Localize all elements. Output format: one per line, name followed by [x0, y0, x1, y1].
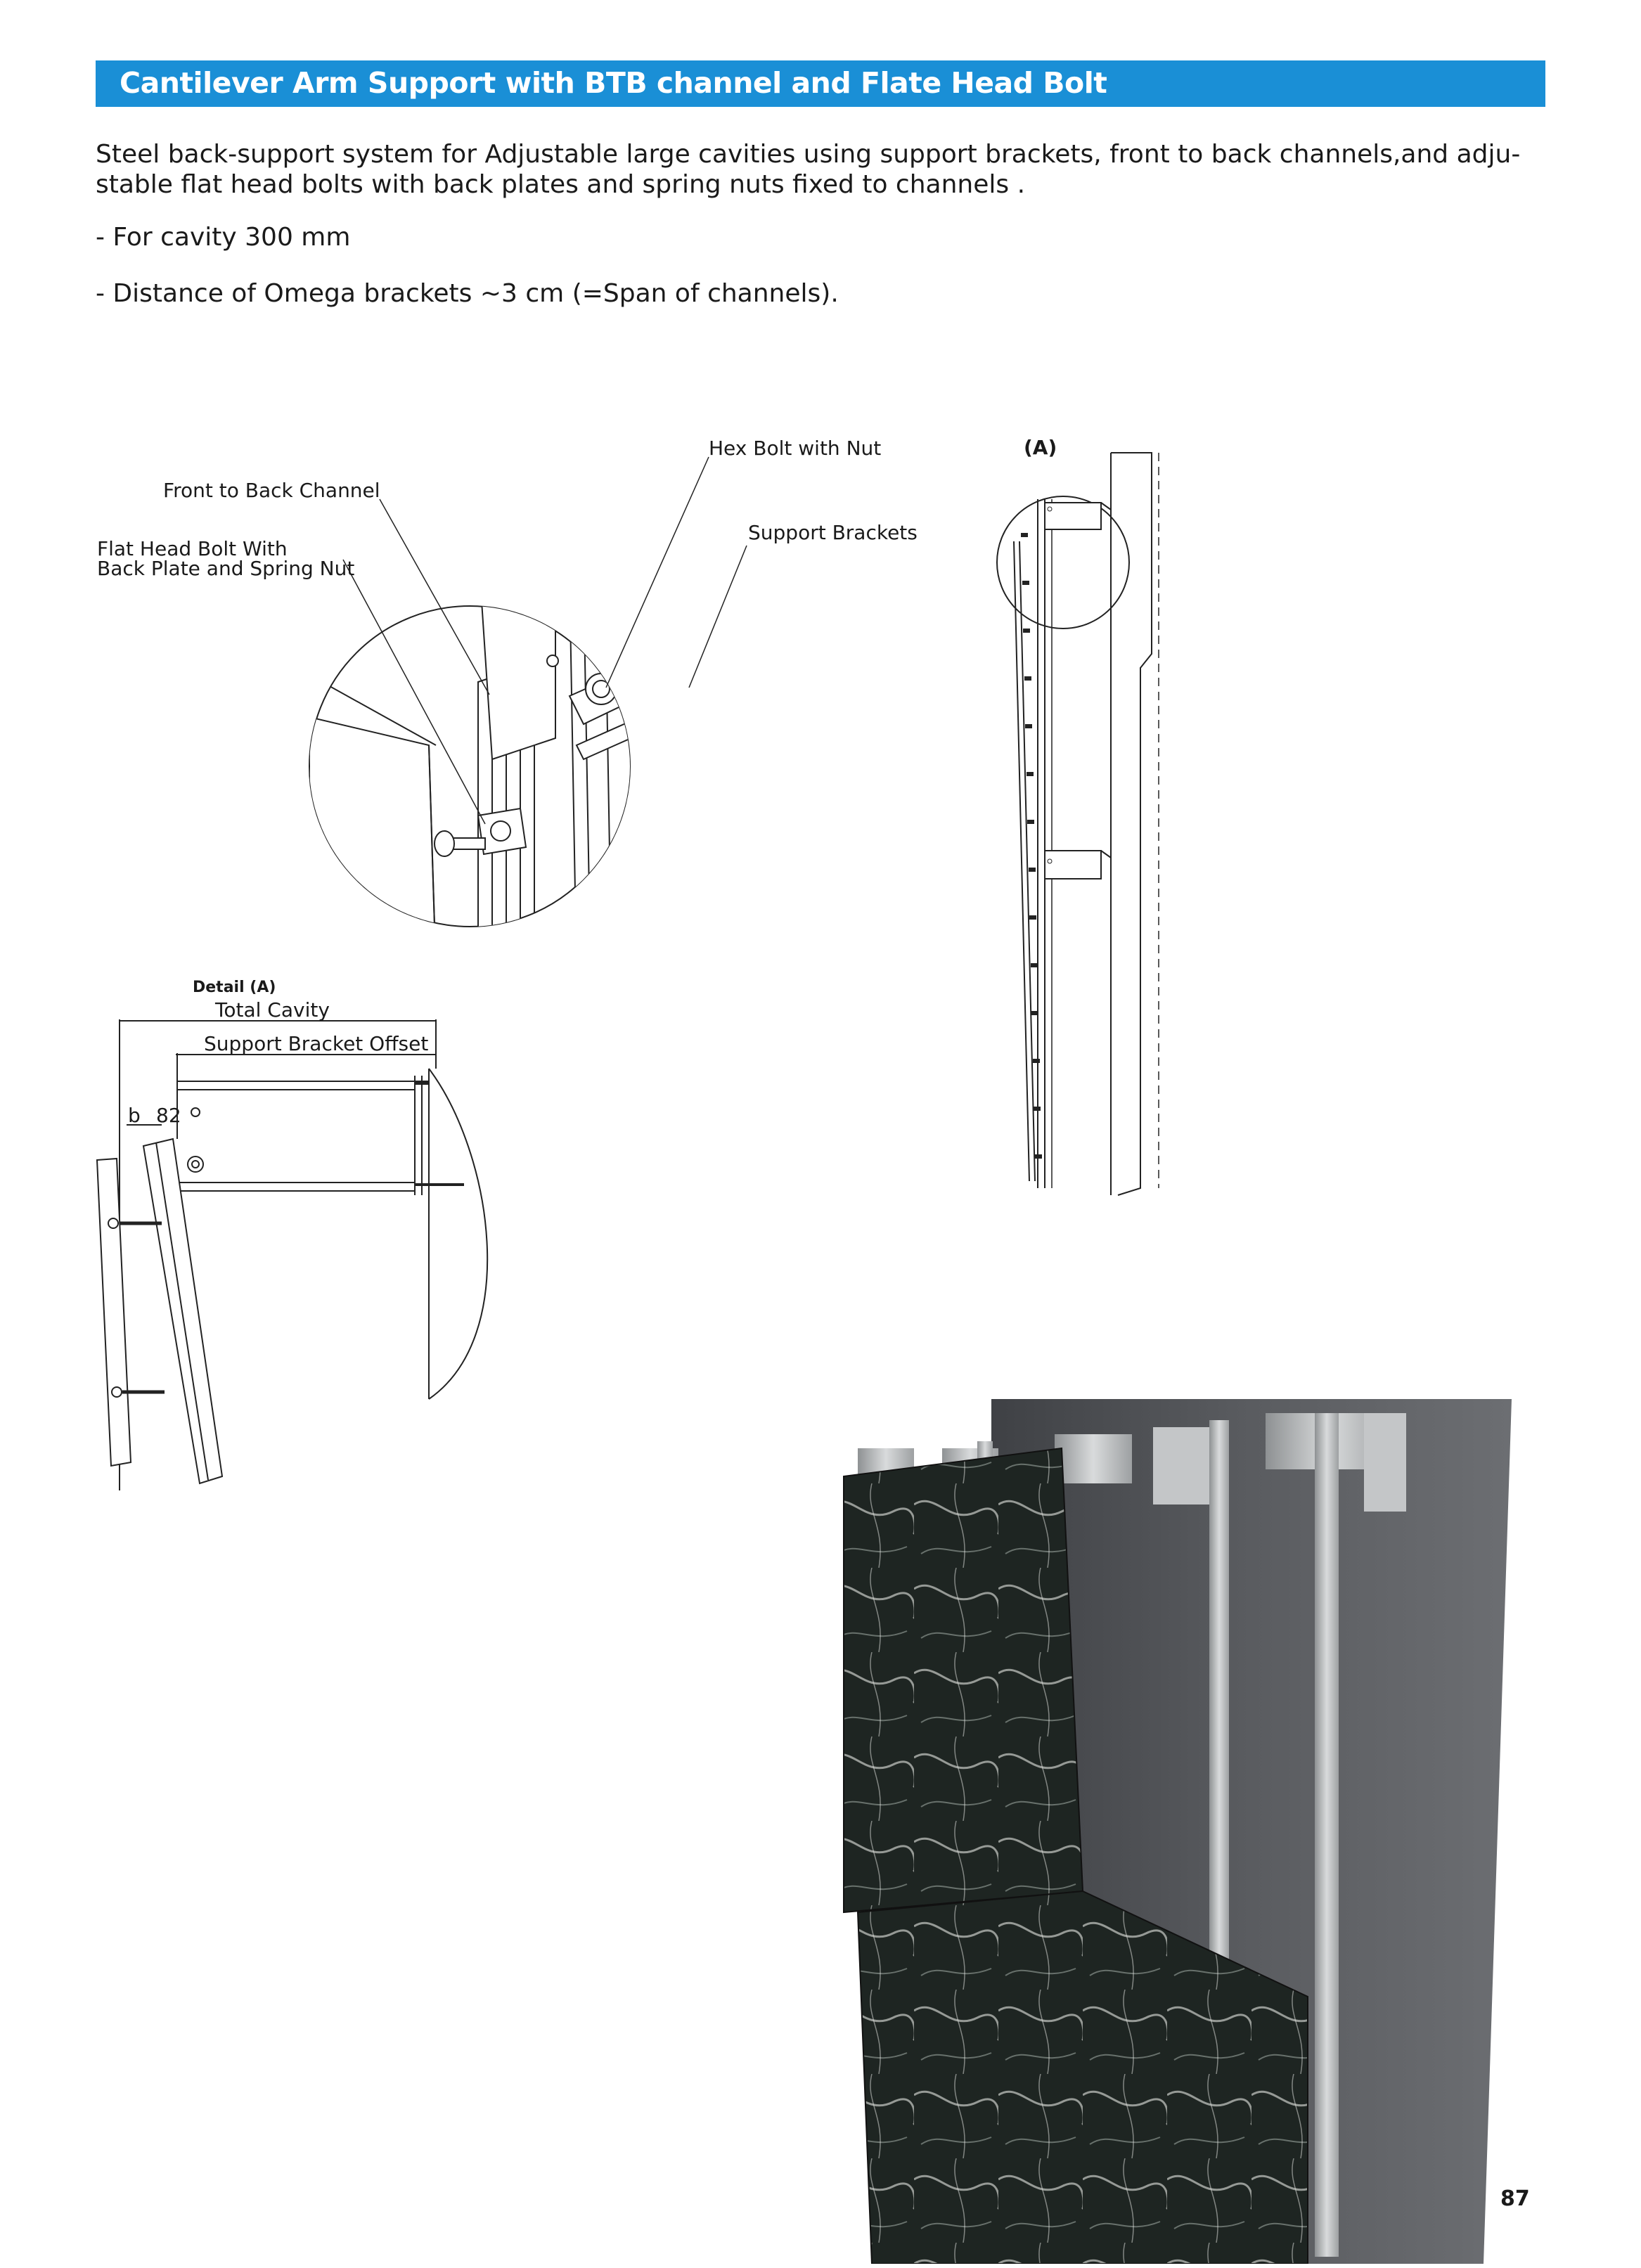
- label-flat-head-line-1: Flat Head Bolt With: [97, 537, 288, 560]
- label-hex-bolt: Hex Bolt with Nut: [709, 437, 882, 460]
- title-bar: Cantilever Arm Support with BTB channel …: [96, 60, 1545, 107]
- bullet-distance: - Distance of Omega brackets ~3 cm (=Spa…: [96, 279, 839, 308]
- elevation-drawing: [996, 452, 1159, 1196]
- label-flat-head-line-2: Back Plate and Spring Nut: [97, 557, 355, 580]
- detail-a-drawing: [96, 1019, 489, 1490]
- detail-a-title: Detail (A): [193, 979, 276, 996]
- intro-line-1: Steel back-support system for Adjustable…: [96, 140, 1521, 169]
- facade-render-image: [843, 1399, 1512, 2264]
- bullet-cavity: - For cavity 300 mm: [96, 223, 351, 252]
- main-detail-drawing: [309, 456, 747, 927]
- elevation-marker: (A): [1024, 436, 1057, 459]
- label-flat-head-bolt: Flat Head Bolt With Back Plate and Sprin…: [97, 539, 354, 579]
- page-title: Cantilever Arm Support with BTB channel …: [120, 66, 1107, 100]
- label-dim-b: b: [128, 1104, 141, 1127]
- label-front-to-back-channel: Front to Back Channel: [163, 479, 380, 502]
- page-number: 87: [1500, 2186, 1530, 2211]
- label-total-cavity: Total Cavity: [215, 998, 330, 1022]
- label-support-bracket-offset: Support Bracket Offset: [204, 1032, 429, 1055]
- intro-paragraph: Steel back-support system for Adjustable…: [96, 139, 1520, 200]
- intro-line-2: stable flat head bolts with back plates …: [96, 170, 1026, 199]
- label-support-brackets: Support Brackets: [748, 521, 918, 544]
